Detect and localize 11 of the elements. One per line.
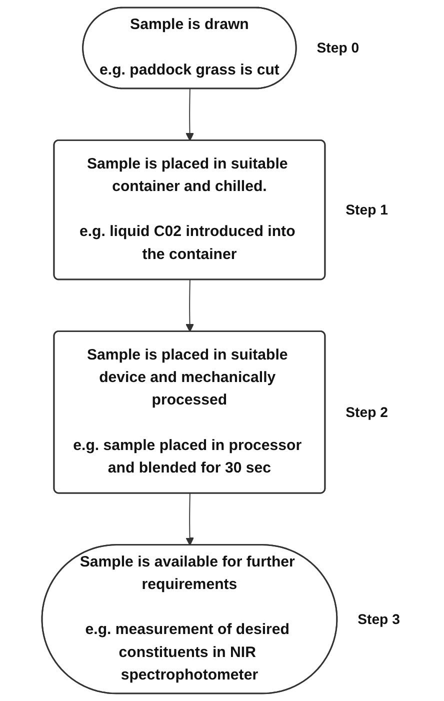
arrow (186, 279, 194, 332)
process-node: Sample is drawn e.g. paddock grass is cut (82, 6, 297, 90)
arrow (186, 493, 194, 546)
step-label: Step 1 (346, 202, 388, 218)
process-node: Sample is available for further requirements e.g. measurement of desired constituents in NIR spectrophotometer (41, 544, 338, 694)
step-label: Step 0 (316, 40, 360, 56)
step-label: Step 2 (346, 404, 388, 420)
process-node: Sample is placed in suitable container and chilled. e.g. liquid C02 introduced into the container (53, 140, 326, 280)
arrow (186, 88, 194, 142)
process-node: Sample is placed in suitable device and mechanically processed e.g. sample placed in processor and blended for 30 sec (53, 330, 326, 494)
step-label: Step 3 (358, 610, 400, 627)
